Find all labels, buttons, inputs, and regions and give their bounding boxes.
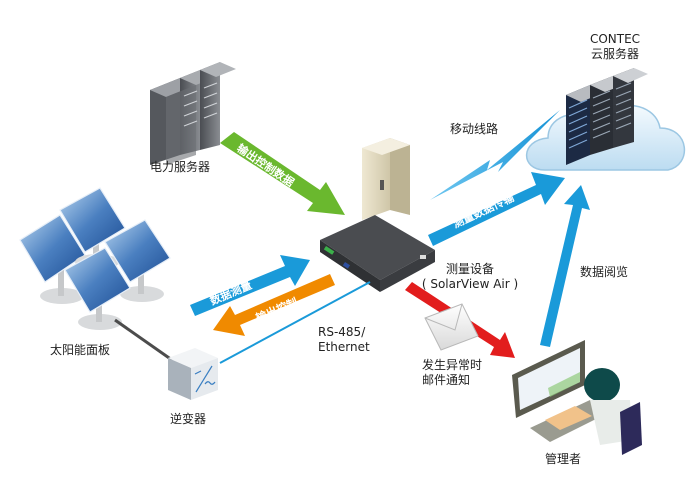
mail-notice-label-line2: 邮件通知 [422,373,471,387]
mail-notice-label: 发生异常时 邮件通知 [422,358,482,388]
cloud-server-label-line1: CONTEC [589,32,641,46]
envelope-icon [424,303,479,351]
measurement-data-transfer-arrow: 测量数据传输 [428,172,565,246]
mail-notice-label-line1: 发生异常时 [422,358,483,372]
solar-panels-icon [19,187,171,330]
cloud-server-label: CONTEC 云服务器 [575,32,655,62]
output-control-data-label: 输出控制数据 [234,141,297,190]
data-measurement-label: 数据测量 [208,278,254,308]
administrator-label: 管理者 [545,452,582,466]
measuring-device-label-line1: 测量设备 [445,262,494,276]
panel-cable-line [114,318,173,362]
solar-panels-label: 太阳能面板 [50,343,111,357]
data-browse-arrow [540,185,590,347]
rs485-label-line2: Ethernet [318,340,370,354]
power-server-label: 电力服务器 [150,160,211,174]
measuring-device-label-line2: ( SolarView Air ) [421,277,519,291]
rs485-label: RS-485/ Ethernet [318,325,370,355]
cloud-server-icon [566,68,648,165]
rs485-label-line1: RS-485/ [318,325,366,339]
rs485-link-line [219,281,371,364]
power-server-icon [150,62,236,165]
inverter-icon [168,348,218,400]
measuring-device-icon [320,215,435,292]
cabinet-icon [362,138,410,220]
cloud-server-label-line2: 云服务器 [590,47,639,61]
output-control-data-arrow: 输出控制数据 [220,132,345,215]
data-browse-label: 数据阅览 [580,265,629,279]
measuring-device-label: 测量设备 ( SolarView Air ) [415,262,525,292]
administrator-icon [512,340,642,455]
mobile-line-label: 移动线路 [450,122,499,136]
inverter-label: 逆变器 [170,412,207,426]
